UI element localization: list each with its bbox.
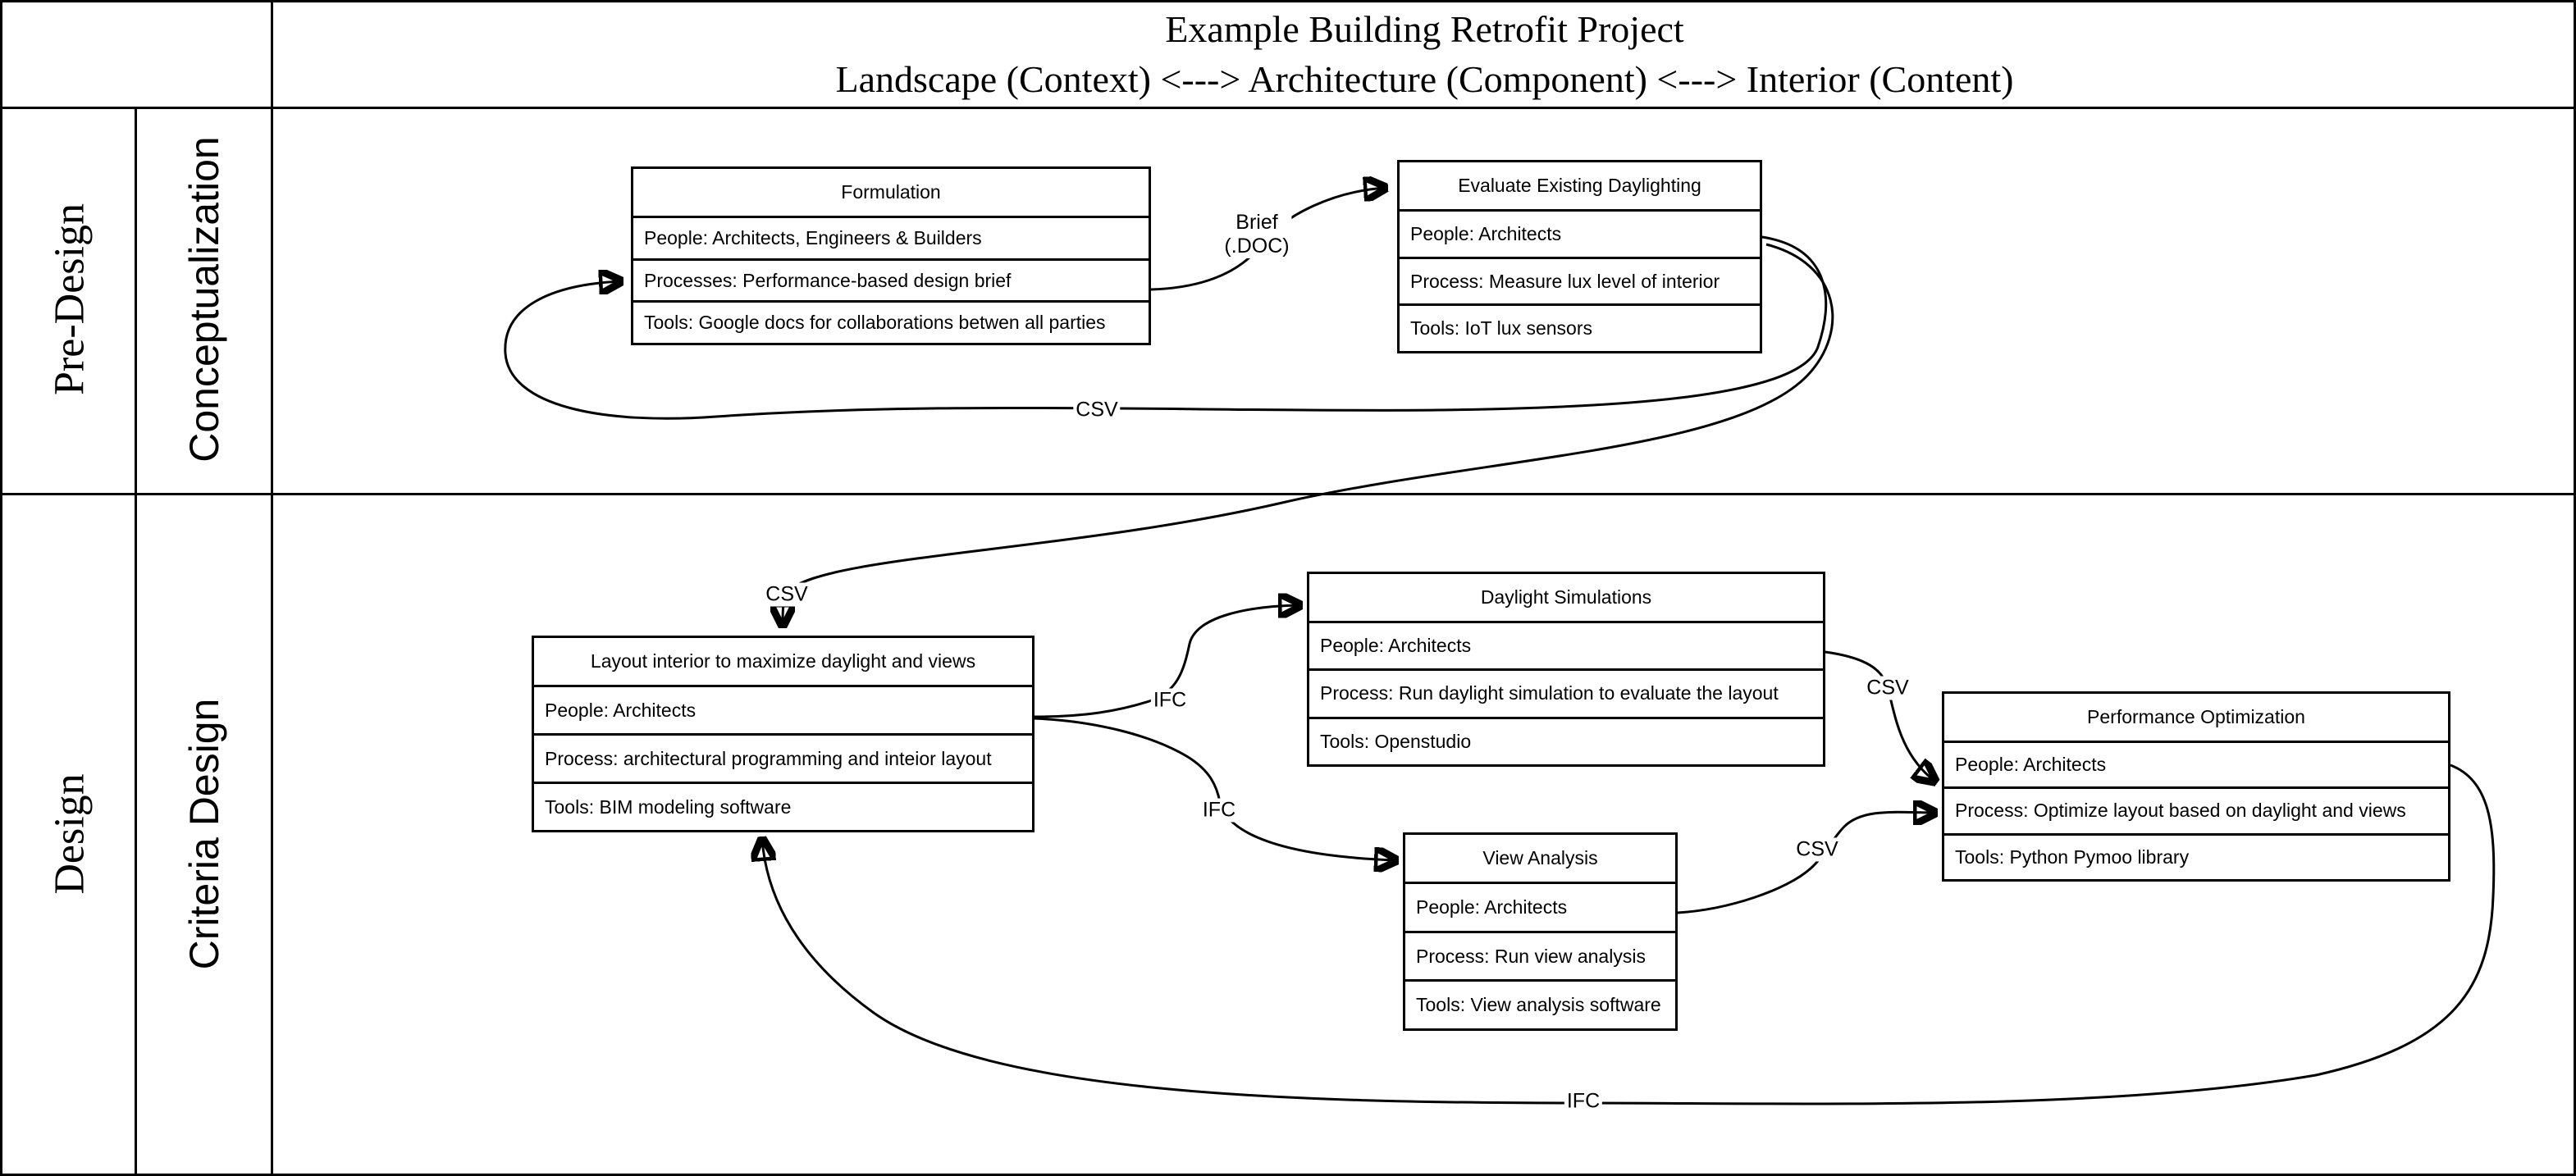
lane-column-divider xyxy=(271,2,273,1174)
lane-label-conceptualization: Conceptualization xyxy=(181,136,227,463)
edge-label-brief-line1: Brief xyxy=(1235,211,1278,234)
node-people-row: People: Architects xyxy=(1944,741,2448,786)
node-title: View Analysis xyxy=(1482,847,1598,868)
header-divider-line xyxy=(2,107,2574,109)
phase-divider-line xyxy=(2,493,2574,495)
diagram-title: Example Building Retrofit Project Landsc… xyxy=(271,2,2574,107)
edge-label-ifc-view: IFC xyxy=(1199,798,1239,823)
node-people-row: People: Architects xyxy=(1309,621,1823,668)
node-view-analysis: View Analysis People: Architects Process… xyxy=(1403,832,1678,1031)
edge-label-csv-view-perf: CSV xyxy=(1793,837,1841,862)
node-process-row: Process: Run daylight simulation to eval… xyxy=(1309,668,1823,716)
edge-label-brief-line2: (.DOC) xyxy=(1224,235,1290,258)
edge-label-csv-loop: CSV xyxy=(1073,398,1121,422)
node-tools-row: Tools: Google docs for collaborations be… xyxy=(633,300,1149,343)
node-title: Formulation xyxy=(841,181,941,203)
edge-label-csv-daylight-perf: CSV xyxy=(1864,676,1911,700)
node-daylight-simulations: Daylight Simulations People: Architects … xyxy=(1307,572,1825,767)
lane-label-criteria-design: Criteria Design xyxy=(181,698,227,970)
edge-label-ifc-return: IFC xyxy=(1564,1089,1603,1114)
node-tools-row: Tools: View analysis software xyxy=(1405,979,1675,1028)
node-evaluate-daylighting: Evaluate Existing Daylighting People: Ar… xyxy=(1397,160,1762,353)
node-process-row: Process: Optimize layout based on daylig… xyxy=(1944,786,2448,832)
node-title: Daylight Simulations xyxy=(1480,586,1652,608)
node-process-row: Process: Run view analysis xyxy=(1405,930,1675,980)
node-process-row: Processes: Performance-based design brie… xyxy=(633,258,1149,301)
node-tools-row: Tools: BIM modeling software xyxy=(534,782,1032,830)
node-tools-row: Tools: Openstudio xyxy=(1309,716,1823,764)
node-tools-row: Tools: Python Pymoo library xyxy=(1944,832,2448,879)
node-title: Evaluate Existing Daylighting xyxy=(1458,175,1701,196)
node-process-row: Process: architectural programming and i… xyxy=(534,733,1032,782)
edge-label-csv-down: CSV xyxy=(763,582,811,607)
phase-column-divider xyxy=(135,107,137,1174)
node-process-row: Process: Measure lux level of interior xyxy=(1400,256,1760,304)
title-line-2: Landscape (Context) <---> Architecture (… xyxy=(835,57,2014,100)
edge-label-ifc-daylight: IFC xyxy=(1150,688,1190,713)
node-title: Performance Optimization xyxy=(2087,706,2305,727)
phase-label-design: Design xyxy=(46,773,94,895)
node-people-row: People: Architects, Engineers & Builders xyxy=(633,216,1149,258)
node-layout-interior: Layout interior to maximize daylight and… xyxy=(532,636,1035,832)
node-people-row: People: Architects xyxy=(534,685,1032,733)
node-people-row: People: Architects xyxy=(1400,209,1760,257)
node-title: Layout interior to maximize daylight and… xyxy=(590,650,976,672)
node-tools-row: Tools: IoT lux sensors xyxy=(1400,303,1760,351)
node-formulation: Formulation People: Architects, Engineer… xyxy=(631,166,1151,345)
node-people-row: People: Architects xyxy=(1405,882,1675,931)
node-performance-optimization: Performance Optimization People: Archite… xyxy=(1942,691,2450,882)
edge-label-brief-doc: Brief (.DOC) xyxy=(1222,211,1292,258)
edge-daylight-to-perf-csv xyxy=(1825,650,1935,782)
title-line-1: Example Building Retrofit Project xyxy=(1165,7,1684,50)
phase-label-predesign: Pre-Design xyxy=(46,203,94,395)
edge-view-to-perf-csv xyxy=(1677,812,1935,914)
